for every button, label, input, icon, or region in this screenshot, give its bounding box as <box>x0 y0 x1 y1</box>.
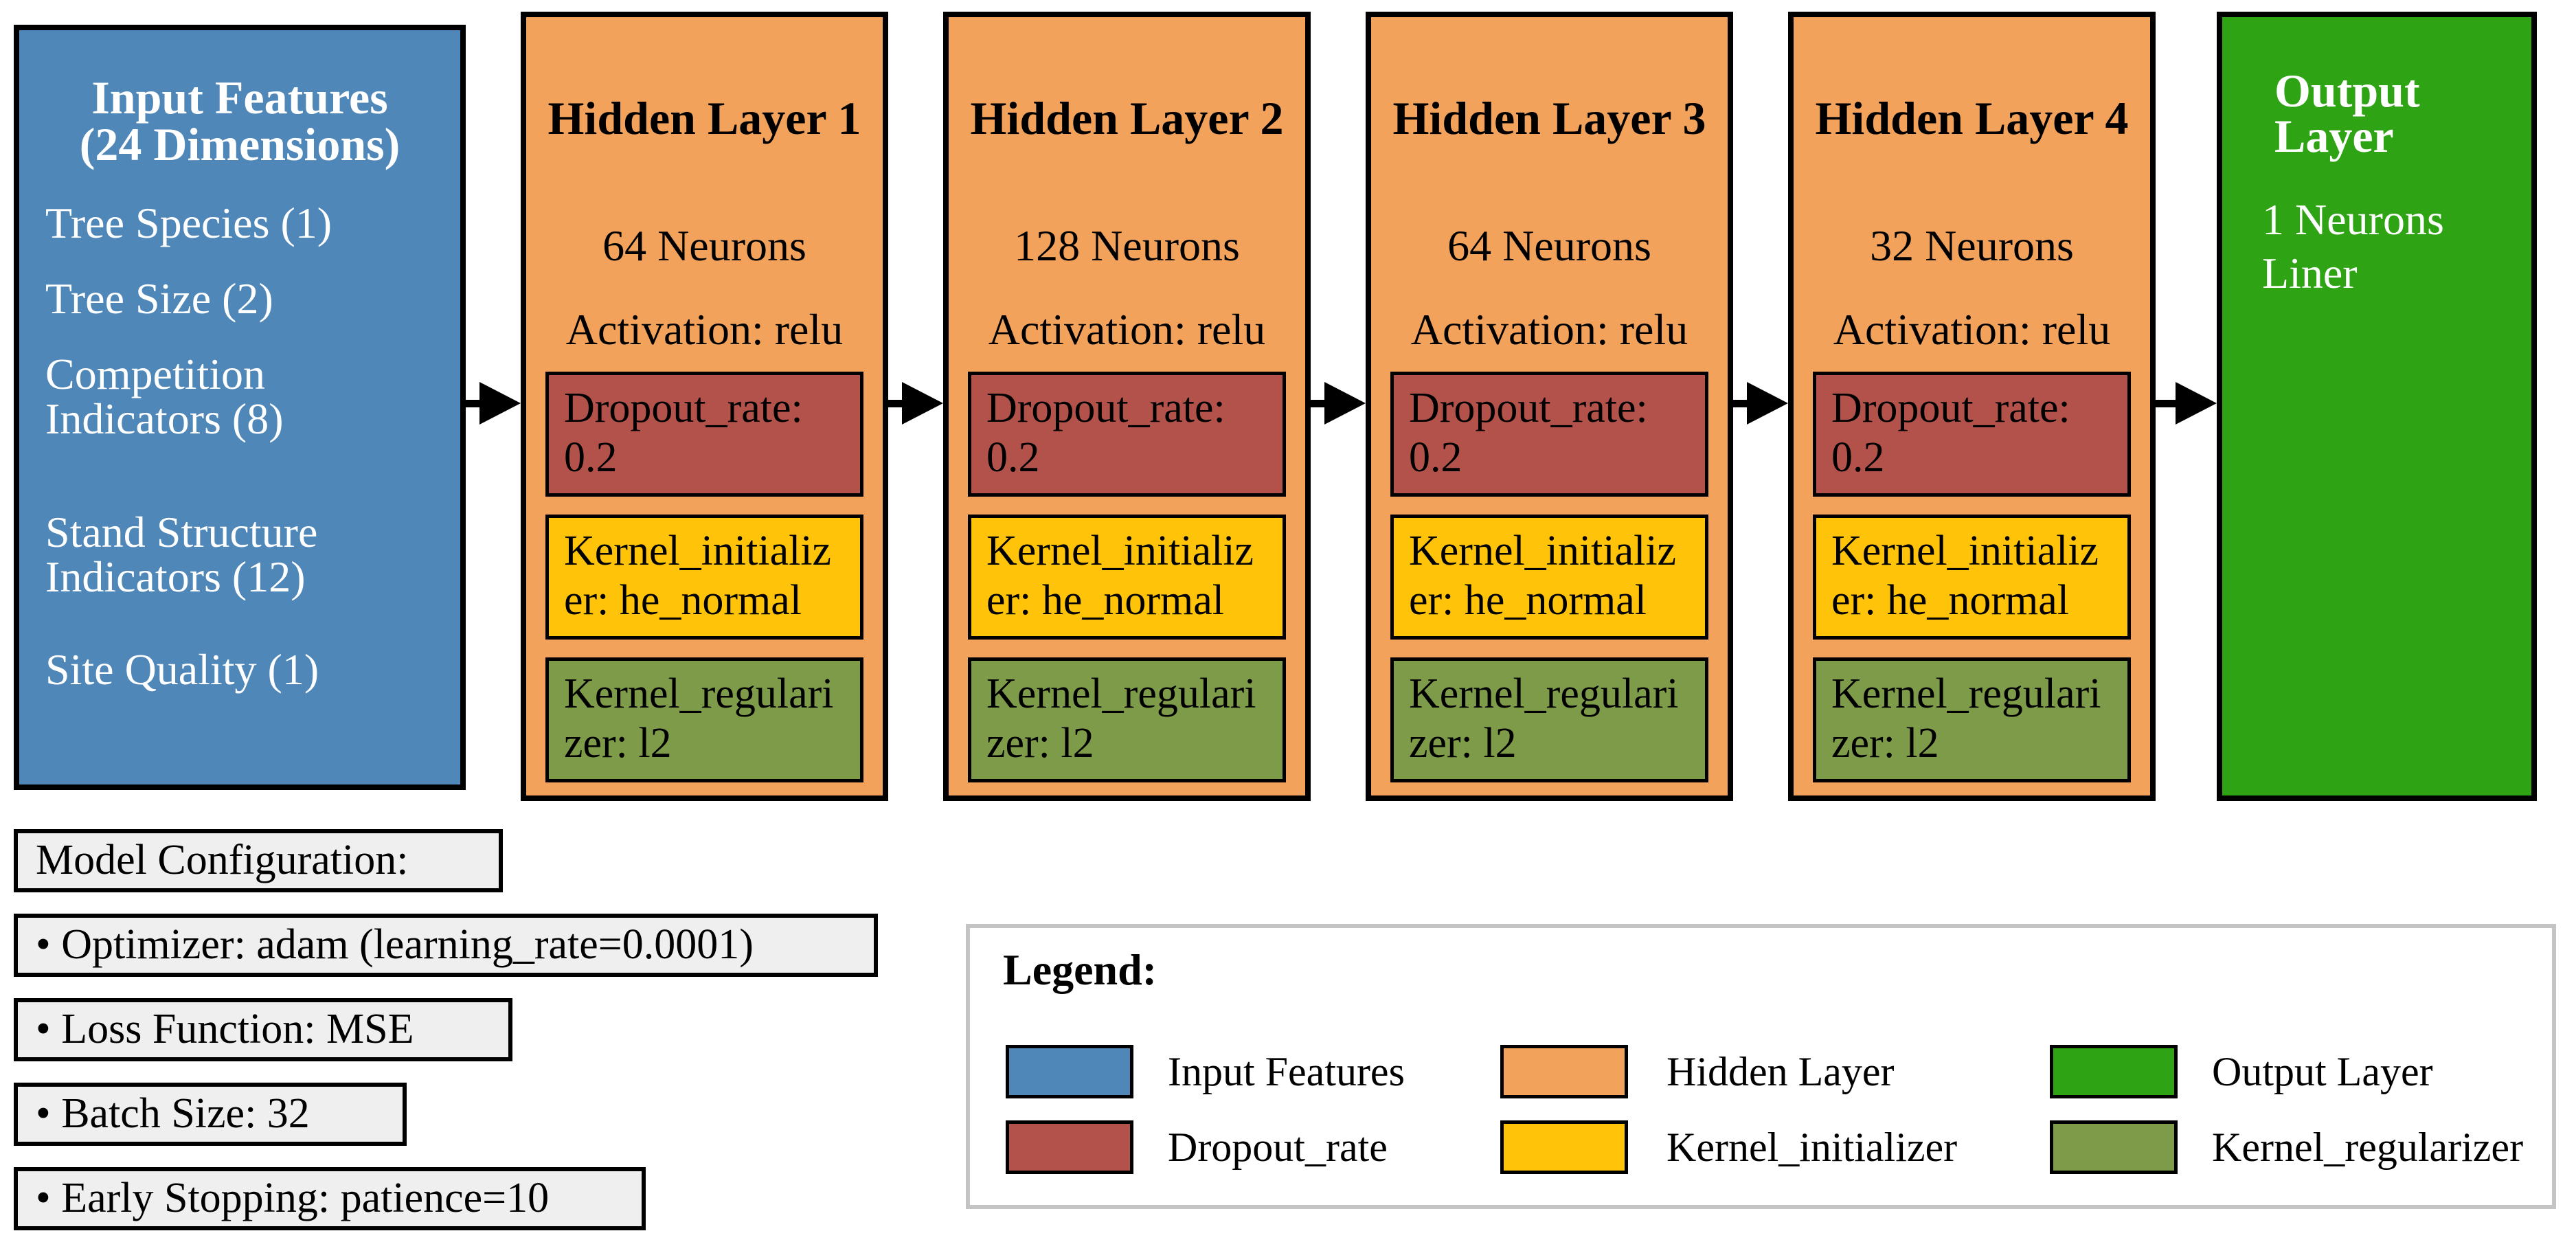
hidden-layer-4-kernel-initializer-box: Kernel_initializer: he_normal <box>1813 515 2131 640</box>
input-box-title: Input Features (24 Dimensions) <box>19 74 460 168</box>
output-neurons: 1 Neurons <box>2262 195 2444 244</box>
input-item-tree-size: Tree Size (2) <box>45 274 273 323</box>
output-title-line-2: Layer <box>2274 110 2394 162</box>
legend-label-dropout-rate: Dropout_rate <box>1168 1125 1388 1170</box>
hidden-layer-3-kernel-regularizer-box: Kernel_regularizer: l2 <box>1390 657 1708 782</box>
arrow-shaft <box>466 400 481 407</box>
legend-swatch-kernel-regularizer <box>2050 1120 2178 1174</box>
config-box-early-stopping: • Early Stopping: patience=10 <box>14 1167 646 1230</box>
legend-label-hidden-layer: Hidden Layer <box>1667 1049 1895 1094</box>
hidden-layer-4-dropout-box: Dropout_rate: 0.2 <box>1813 372 2131 497</box>
flow-arrow-hl1-to-hl2 <box>888 382 943 425</box>
input-features-box: Input Features (24 Dimensions) Tree Spec… <box>14 25 466 790</box>
arrow-head-icon <box>1324 382 1366 425</box>
output-box-title: Output Layer <box>2274 65 2518 162</box>
hidden-layer-2-activation: Activation: relu <box>988 305 1266 354</box>
output-title-line-1: Output <box>2274 65 2420 117</box>
input-item-site-quality: Site Quality (1) <box>45 645 319 694</box>
output-activation: Liner <box>2262 249 2358 297</box>
input-item-stand-structure-indicators: Stand Structure Indicators (12) <box>45 508 318 601</box>
arrow-shaft <box>1733 400 1748 407</box>
hidden-layer-1-kernel-regularizer-box: Kernel_regularizer: l2 <box>545 657 863 782</box>
hidden-layer-4-title: Hidden Layer 4 <box>1815 92 2129 144</box>
hidden-layer-2-neurons: 128 Neurons <box>1014 221 1240 270</box>
config-box-title: Model Configuration: <box>14 829 503 892</box>
input-item-tree-species: Tree Species (1) <box>45 199 332 247</box>
hidden-layer-3-kernel-initializer-box: Kernel_initializer: he_normal <box>1390 515 1708 640</box>
legend-swatch-input-features <box>1006 1045 1133 1098</box>
legend-label-input-features: Input Features <box>1168 1049 1405 1094</box>
input-title-line-2: (24 Dimensions) <box>79 118 400 170</box>
config-box-loss-function: • Loss Function: MSE <box>14 998 512 1061</box>
flow-arrow-hl2-to-hl3 <box>1311 382 1366 425</box>
hidden-layer-3-box: Hidden Layer 3 64 Neurons Activation: re… <box>1366 12 1733 801</box>
hidden-layer-3-title: Hidden Layer 3 <box>1392 92 1706 144</box>
hidden-layer-1-neurons: 64 Neurons <box>602 221 806 270</box>
legend-title: Legend: <box>1003 945 1157 994</box>
hidden-layer-3-activation: Activation: relu <box>1410 305 1688 354</box>
hidden-layer-2-kernel-initializer-box: Kernel_initializer: he_normal <box>968 515 1286 640</box>
hidden-layer-3-neurons: 64 Neurons <box>1447 221 1651 270</box>
arrow-shaft <box>2156 400 2177 407</box>
legend-box: Legend: Input Features Hidden Layer Outp… <box>966 924 2556 1209</box>
hidden-layer-3-dropout-box: Dropout_rate: 0.2 <box>1390 372 1708 497</box>
hidden-layer-1-title: Hidden Layer 1 <box>547 92 861 144</box>
hidden-layer-2-box: Hidden Layer 2 128 Neurons Activation: r… <box>943 12 1311 801</box>
hidden-layer-1-activation: Activation: relu <box>565 305 844 354</box>
hidden-layer-4-activation: Activation: relu <box>1833 305 2111 354</box>
flow-arrow-input-to-hl1 <box>466 382 521 425</box>
output-layer-box: Output Layer 1 Neurons Liner <box>2217 12 2537 801</box>
input-item-competition-indicators: Competition Indicators (8) <box>45 350 284 443</box>
hidden-layer-2-dropout-box: Dropout_rate: 0.2 <box>968 372 1286 497</box>
arrow-shaft <box>888 400 903 407</box>
arrow-head-icon <box>479 382 521 425</box>
legend-swatch-dropout-rate <box>1006 1120 1133 1174</box>
hidden-layer-4-box: Hidden Layer 4 32 Neurons Activation: re… <box>1788 12 2156 801</box>
legend-label-kernel-regularizer: Kernel_regularizer <box>2212 1125 2524 1170</box>
hidden-layer-1-dropout-box: Dropout_rate: 0.2 <box>545 372 863 497</box>
legend-swatch-kernel-initializer <box>1500 1120 1628 1174</box>
arrow-head-icon <box>902 382 943 425</box>
legend-label-kernel-initializer: Kernel_initializer <box>1667 1125 1958 1170</box>
config-box-batch-size: • Batch Size: 32 <box>14 1083 407 1146</box>
legend-swatch-hidden-layer <box>1500 1045 1628 1098</box>
hidden-layer-1-kernel-initializer-box: Kernel_initializer: he_normal <box>545 515 863 640</box>
flow-arrow-hl4-to-output <box>2156 382 2217 425</box>
hidden-layer-2-title: Hidden Layer 2 <box>970 92 1284 144</box>
arrow-head-icon <box>1747 382 1788 425</box>
hidden-layer-2-kernel-regularizer-box: Kernel_regularizer: l2 <box>968 657 1286 782</box>
flow-arrow-hl3-to-hl4 <box>1733 382 1788 425</box>
legend-label-output-layer: Output Layer <box>2212 1049 2433 1094</box>
config-box-optimizer: • Optimizer: adam (learning_rate=0.0001) <box>14 914 878 977</box>
hidden-layer-4-neurons: 32 Neurons <box>1870 221 2074 270</box>
hidden-layer-1-box: Hidden Layer 1 64 Neurons Activation: re… <box>521 12 888 801</box>
hidden-layer-4-kernel-regularizer-box: Kernel_regularizer: l2 <box>1813 657 2131 782</box>
arrow-shaft <box>1311 400 1326 407</box>
input-title-line-1: Input Features <box>91 71 388 124</box>
legend-swatch-output-layer <box>2050 1045 2178 1098</box>
arrow-head-icon <box>2176 382 2217 425</box>
